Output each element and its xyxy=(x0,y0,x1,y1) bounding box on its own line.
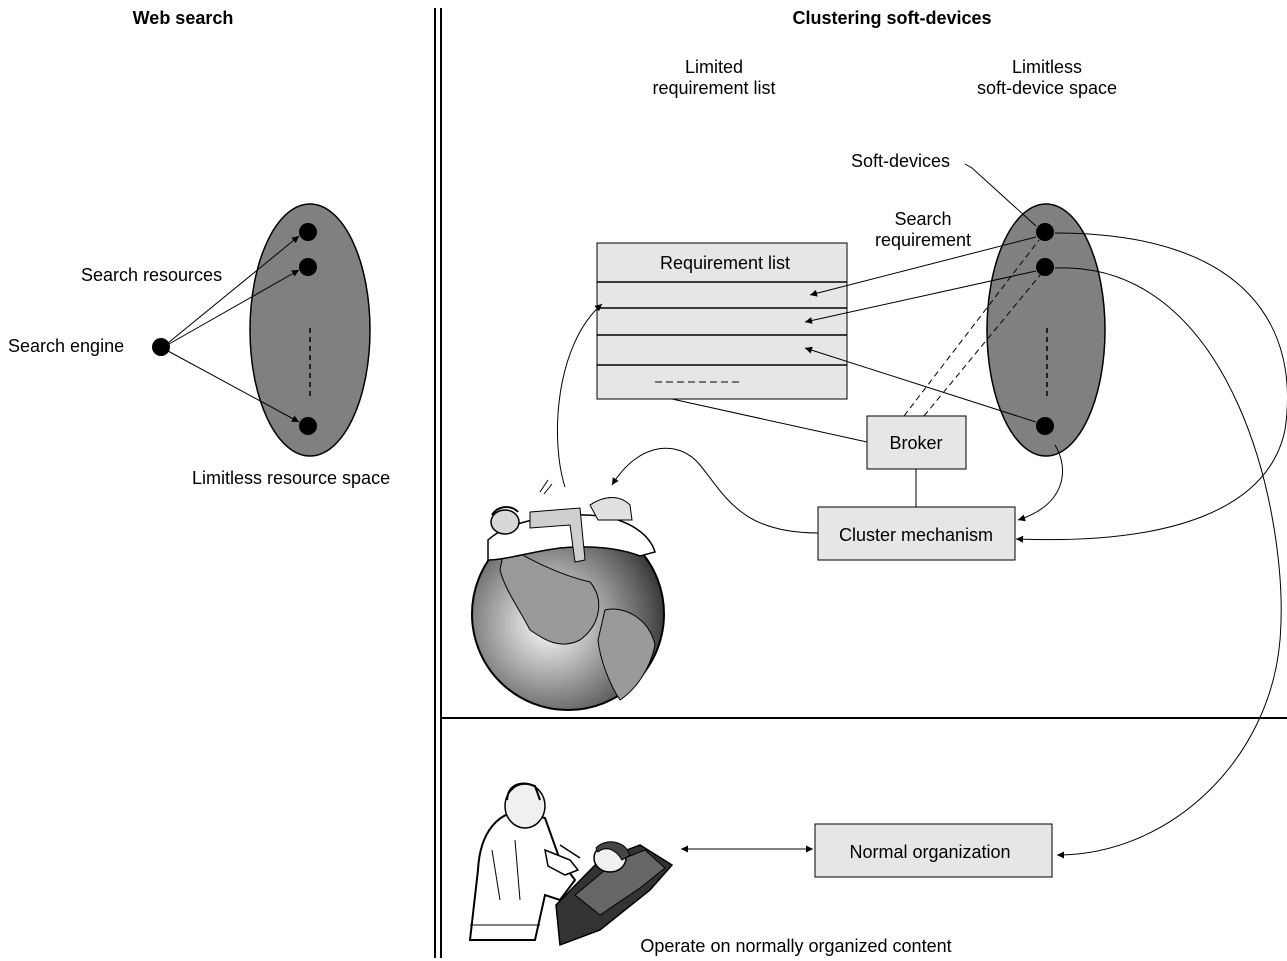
broker-label: Broker xyxy=(889,433,942,453)
soft-device-node xyxy=(1036,258,1054,276)
soft-device-space-ellipse xyxy=(986,203,1106,457)
search-engine-label: Search engine xyxy=(8,336,124,356)
globe-to-list-curve xyxy=(556,303,603,488)
resource-space-label: Limitless resource space xyxy=(192,468,390,488)
list-to-broker-line xyxy=(671,398,868,443)
broker-dashed-link xyxy=(903,239,1040,417)
cluster-mechanism-label: Cluster mechanism xyxy=(839,525,993,545)
broker-dashed-link xyxy=(923,273,1042,417)
normal-organization-label: Normal organization xyxy=(849,842,1010,862)
search-arrow xyxy=(167,350,300,423)
requirement-list-title: Requirement list xyxy=(660,253,790,273)
soft-devices-label: Soft-devices xyxy=(851,151,950,171)
soft-device-node xyxy=(1036,223,1054,241)
search-requirement-line1: Search xyxy=(894,209,951,229)
search-arrow xyxy=(168,269,300,345)
requirement-arrow xyxy=(804,346,1037,423)
resource-node xyxy=(299,258,317,276)
resource-node xyxy=(299,417,317,435)
limitless-label-line1: Limitless xyxy=(1012,57,1082,77)
device-loop-to-cluster-curve xyxy=(1015,232,1287,543)
cluster-to-globe-curve xyxy=(611,447,819,534)
broker-box xyxy=(866,415,967,470)
normal-organization-box xyxy=(814,823,1053,878)
clustering-title: Clustering soft-devices xyxy=(792,8,991,28)
resource-node xyxy=(299,223,317,241)
search-requirement-line2: requirement xyxy=(875,230,971,250)
operate-label: Operate on normally organized content xyxy=(640,936,951,956)
limited-label-line2: requirement list xyxy=(652,78,775,98)
soft-device-node xyxy=(1036,417,1054,435)
device-to-normal-organization-curve xyxy=(1054,267,1282,859)
search-engine-node xyxy=(152,338,170,356)
requirement-arrow xyxy=(809,236,1037,297)
search-resources-label: Search resources xyxy=(81,265,222,285)
limitless-label-line2: soft-device space xyxy=(977,78,1117,98)
limited-label-line1: Limited xyxy=(685,57,743,77)
cluster-mechanism-box xyxy=(817,506,1016,561)
requirement-arrow xyxy=(804,270,1037,324)
device-to-cluster-curve xyxy=(1017,444,1063,522)
globe-with-person-icon xyxy=(471,479,665,711)
web-search-title: Web search xyxy=(133,8,234,28)
doctor-with-patient-icon xyxy=(468,782,674,947)
search-arrow xyxy=(167,235,300,344)
soft-devices-pointer xyxy=(964,163,1037,227)
